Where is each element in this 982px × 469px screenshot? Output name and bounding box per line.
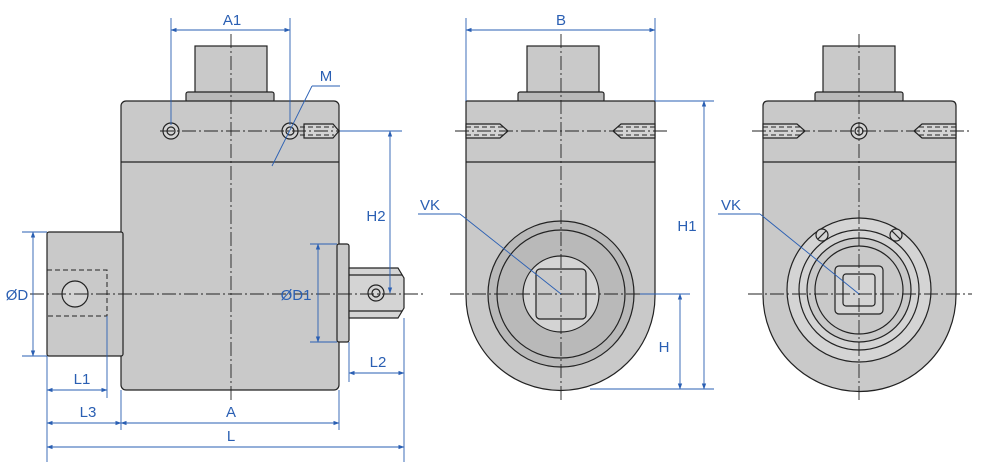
label-vk-right: VK <box>721 197 741 214</box>
dimension-labels: A1 M H2 ØD ØD1 L1 L2 L3 A L B VK H1 H VK <box>6 12 741 445</box>
label-b: B <box>556 12 566 29</box>
front-dimensions <box>418 18 714 390</box>
side-view <box>30 34 425 402</box>
label-a: A <box>226 404 236 421</box>
label-l3: L3 <box>80 404 97 421</box>
rear-view <box>748 34 972 402</box>
side-output-pin-hole <box>367 284 385 302</box>
label-d1: ØD1 <box>281 287 312 304</box>
front-top-drive <box>526 45 600 95</box>
rear-dimensions <box>718 213 860 295</box>
label-h1: H1 <box>677 218 696 235</box>
label-l2: L2 <box>370 354 387 371</box>
side-right-flange <box>336 243 350 343</box>
label-l: L <box>227 428 235 445</box>
label-h2: H2 <box>366 208 385 225</box>
label-m: M <box>320 68 333 85</box>
label-l1: L1 <box>74 371 91 388</box>
label-h: H <box>659 339 670 356</box>
side-main-body <box>120 100 340 391</box>
label-d: ØD <box>6 287 29 304</box>
label-vk-middle: VK <box>420 197 440 214</box>
front-view <box>450 34 672 402</box>
label-a1: A1 <box>223 12 241 29</box>
side-dimensions <box>22 18 405 462</box>
